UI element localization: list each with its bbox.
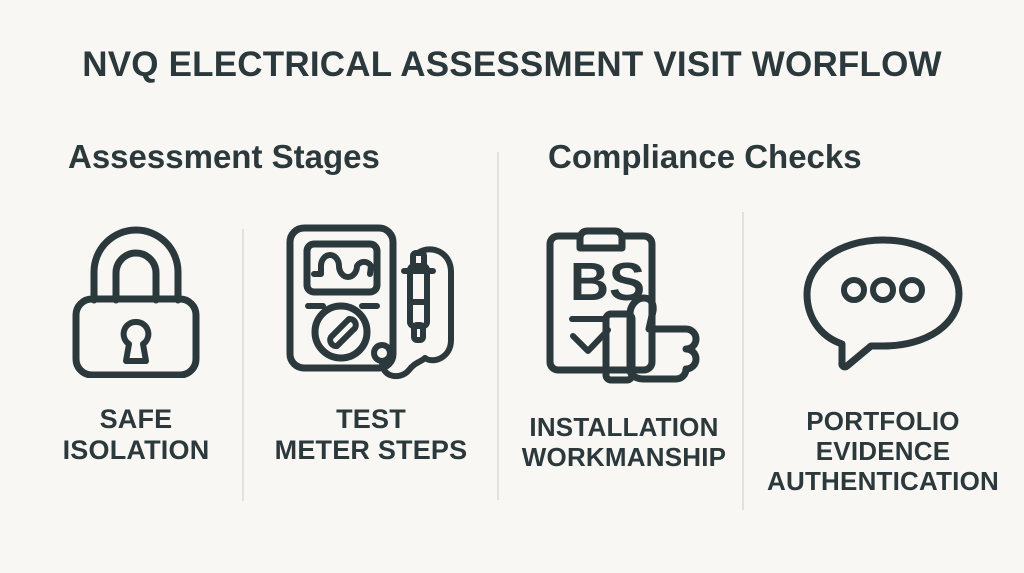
clipboard-thumbs-up-icon: BS (540, 218, 708, 384)
column-label-test-meter-steps: TEST METER STEPS (275, 404, 468, 467)
column-portfolio-evidence-authentication: PORTFOLIO EVIDENCE AUTHENTICATION (754, 228, 1012, 496)
label-line-2: METER STEPS (274, 435, 468, 466)
divider-sections (497, 152, 499, 500)
column-safe-isolation: SAFE ISOLATION (30, 222, 242, 467)
label-line-2: EVIDENCE (815, 436, 951, 467)
speech-bubble-icon (799, 228, 967, 378)
divider-column-3-4 (742, 212, 744, 510)
label-line-1: SAFE (99, 404, 173, 434)
column-label-safe-isolation: SAFE ISOLATION (63, 404, 210, 467)
column-label-portfolio-evidence-authentication: PORTFOLIO EVIDENCE AUTHENTICATION (767, 406, 999, 496)
padlock-icon (70, 222, 202, 382)
label-line-1: TEST (336, 404, 406, 434)
section-heading-assessment-stages: Assessment Stages (68, 138, 380, 175)
label-line-1: PORTFOLIO (806, 406, 960, 436)
label-line-2: ISOLATION (62, 435, 210, 466)
section-heading-compliance-checks: Compliance Checks (548, 138, 862, 175)
column-label-installation-workmanship: INSTALLATION WORKMANSHIP (522, 412, 726, 472)
divider-column-1-2 (242, 229, 244, 501)
label-line-1: INSTALLATION (529, 412, 719, 442)
label-line-2: WORKMANSHIP (521, 442, 727, 473)
label-line-3: AUTHENTICATION (767, 466, 999, 497)
page-title: NVQ ELECTRICAL ASSESSMENT VISIT WORFLOW (82, 45, 942, 84)
multimeter-icon (283, 222, 459, 382)
column-test-meter-steps: TEST METER STEPS (258, 222, 484, 467)
column-installation-workmanship: BS INSTALLATION WORKMANSHIP (508, 218, 740, 472)
